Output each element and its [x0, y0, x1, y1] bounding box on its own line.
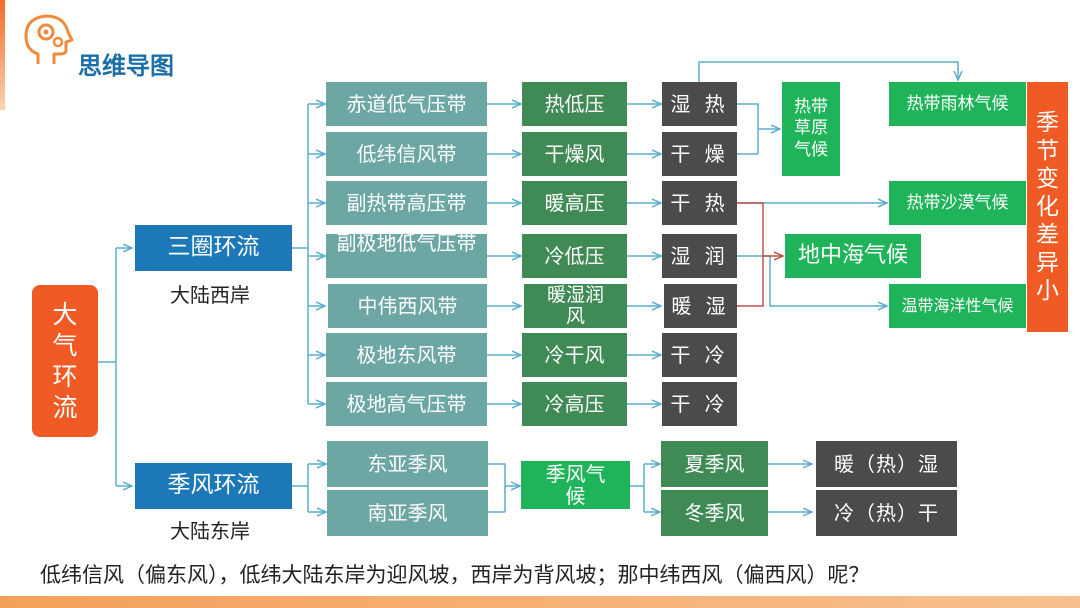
belt-5: 极地东风带 — [326, 333, 487, 377]
climate-mediterranean: 地中海气候 — [785, 234, 921, 278]
climate-2: 干 热 — [662, 181, 737, 225]
root-label: 大气环流 — [52, 299, 78, 423]
climate-rainforest: 热带雨林气候 — [889, 82, 1026, 126]
monsoon-climate: 季风气候 — [521, 461, 630, 509]
climate-0: 湿 热 — [662, 82, 737, 126]
season-summer: 夏季风 — [661, 441, 768, 487]
season-winter: 冬季风 — [661, 490, 768, 536]
node-three-cell-circulation: 三圈环流 — [135, 225, 292, 271]
belt-3: 副极地低气压带 — [326, 234, 487, 278]
climate-desert: 热带沙漠气候 — [889, 181, 1026, 225]
page-title: 思维导图 — [78, 52, 174, 80]
climate-maritime: 温带海洋性气候 — [889, 284, 1026, 328]
monsoon-south-asia: 南亚季风 — [327, 490, 488, 536]
climate-5: 干 冷 — [662, 333, 737, 377]
climate-1: 干 燥 — [662, 132, 737, 176]
monsoon-east-asia: 东亚季风 — [327, 441, 488, 487]
belt-1: 低纬信风带 — [326, 132, 487, 176]
climate-savanna: 热带草原气候 — [782, 82, 840, 176]
accent-strip — [0, 0, 5, 110]
effect-5: 冷干风 — [522, 333, 627, 377]
question-text: 低纬信风（偏东风），低纬大陆东岸为迎风坡，西岸为背风坡；那中纬西风（偏西风）呢？ — [40, 563, 870, 587]
season-climate-winter: 冷（热）干 — [816, 490, 957, 536]
effect-4: 暖湿润风 — [524, 284, 627, 328]
climate-6: 干 冷 — [662, 382, 737, 426]
effect-2: 暖高压 — [522, 181, 627, 225]
belt-2: 副热带高压带 — [326, 181, 487, 225]
effect-0: 热低压 — [522, 82, 627, 126]
belt-0: 赤道低气压带 — [326, 82, 487, 126]
effect-3: 冷低压 — [522, 234, 627, 278]
note-east-coast: 大陆东岸 — [170, 519, 250, 543]
climate-3: 湿 润 — [662, 234, 737, 278]
note-west-coast: 大陆西岸 — [170, 283, 250, 307]
bottom-accent-bar — [0, 596, 1080, 608]
root-node: 大气环流 — [32, 285, 98, 437]
climate-4: 暖 湿 — [664, 284, 737, 328]
effect-6: 冷高压 — [522, 382, 627, 426]
belt-6: 极地高气压带 — [326, 382, 487, 426]
node-monsoon-circulation: 季风环流 — [135, 463, 292, 509]
season-climate-summer: 暖（热）湿 — [816, 441, 957, 487]
seasonal-variation-label: 季节变化差异小 — [1027, 82, 1068, 332]
brain-gear-icon — [18, 8, 78, 70]
effect-1: 干燥风 — [522, 132, 627, 176]
belt-4: 中伟西风带 — [328, 284, 487, 328]
